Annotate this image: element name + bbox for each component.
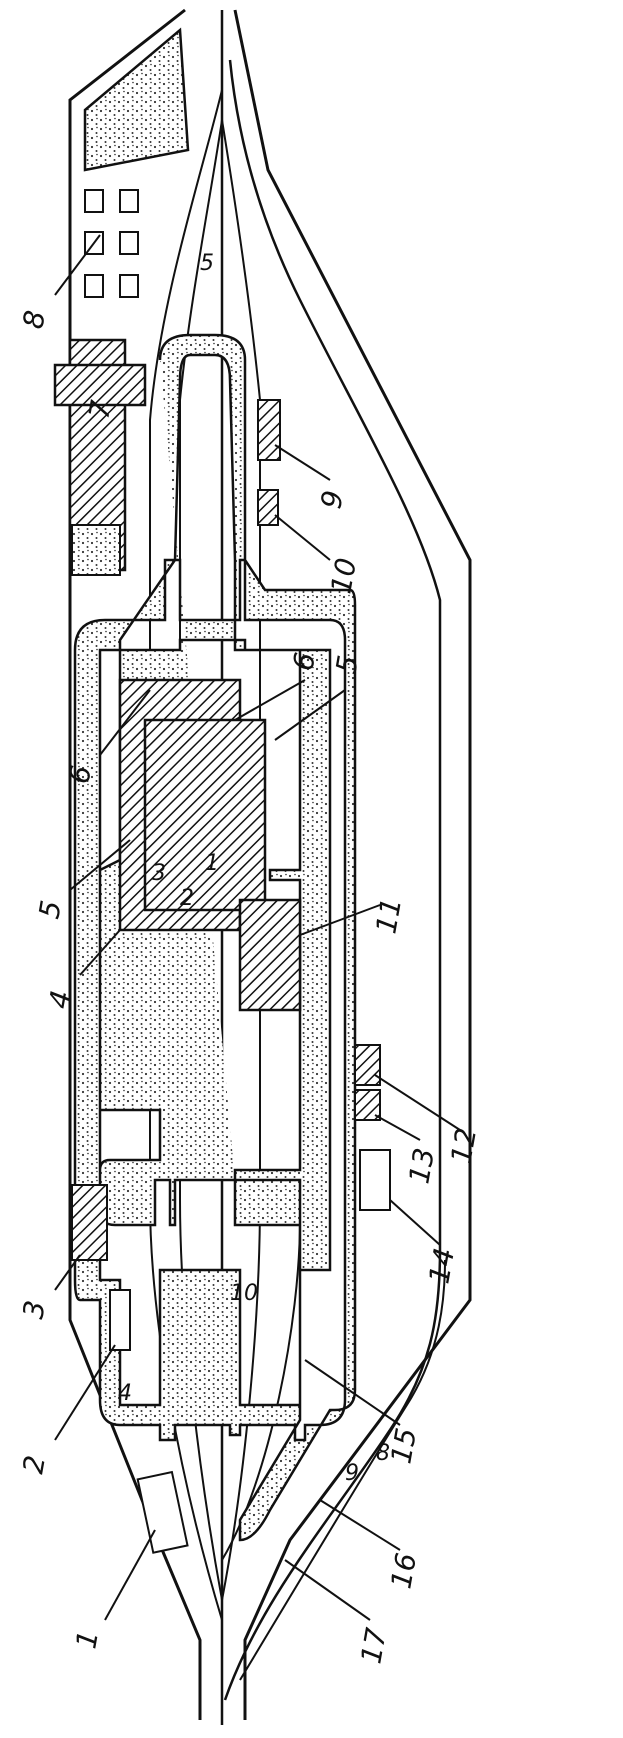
building-11 (238, 898, 302, 1012)
track-label-10: 10 (230, 1281, 258, 1306)
track-label-1: 1 (205, 851, 219, 876)
callout-17: 17 (354, 1625, 393, 1666)
track-label-2: 2 (180, 886, 194, 911)
callout-16: 16 (384, 1550, 423, 1591)
road-network (73, 333, 357, 1542)
track-west-2 (179, 119, 223, 1601)
callout-4: 4 (42, 988, 78, 1011)
building-10 (257, 489, 279, 526)
callout-1: 1 (69, 1628, 105, 1651)
site-boundary-right (233, 9, 472, 1720)
small-park (71, 524, 121, 576)
callout-15: 15 (384, 1425, 423, 1466)
building-12 (354, 1044, 381, 1086)
building-1 (136, 1470, 189, 1554)
callout-12: 12 (444, 1125, 483, 1166)
bypass-track-2 (239, 1259, 446, 1681)
callout-13: 13 (402, 1145, 441, 1186)
callout-14: 14 (422, 1245, 461, 1286)
callout-10: 10 (324, 555, 363, 596)
building-14 (359, 1149, 391, 1211)
callout-5-right: 5 (329, 653, 365, 676)
callout-8: 8 (16, 308, 52, 331)
callout-3: 3 (16, 1298, 52, 1321)
building-3 (71, 1184, 108, 1261)
callout-9: 9 (314, 488, 350, 511)
site-boundary-left (68, 8, 202, 1720)
callout-11: 11 (369, 895, 408, 936)
callout-2: 2 (16, 1453, 52, 1476)
callout-6: 6 (62, 763, 98, 786)
building-2 (109, 1289, 131, 1351)
bypass-track (223, 59, 442, 1701)
track-label-3: 3 (152, 861, 166, 886)
callout-7: 7 (82, 398, 118, 421)
callout-6-right: 6 (286, 650, 322, 673)
leader-lines (54, 234, 461, 1621)
building-9 (257, 399, 281, 461)
track-label-8: 8 (376, 1441, 390, 1466)
callout-5: 5 (32, 898, 68, 921)
track-label-4: 4 (118, 1381, 132, 1406)
building-5-6 (143, 718, 267, 912)
track-label-5: 5 (200, 251, 214, 276)
park-area (83, 27, 190, 172)
track-label-9: 9 (345, 1461, 359, 1486)
building-7-wing (53, 363, 147, 407)
